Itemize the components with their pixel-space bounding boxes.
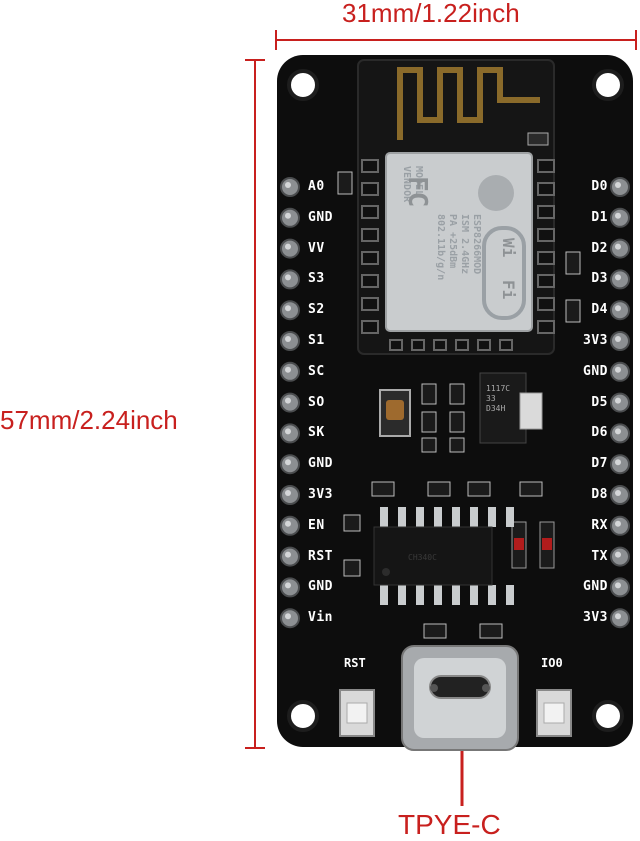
right-pin-label: RX xyxy=(591,517,608,533)
rst-button-label: RST xyxy=(344,656,366,670)
width-dimension-label: 31mm/1.22inch xyxy=(342,0,520,28)
left-pin-label: GND xyxy=(308,579,333,595)
left-pin-label: A0 xyxy=(308,179,325,194)
left-pin-label: SC xyxy=(308,363,325,379)
usb-serial-chip xyxy=(373,507,514,605)
connector-type-label: TPYE-C xyxy=(398,809,501,840)
wifi-logo-icon xyxy=(482,226,526,320)
usb-chip-label: CH340C xyxy=(408,553,437,562)
left-pin-label: SK xyxy=(308,425,325,441)
width-dimension-line xyxy=(275,30,637,50)
left-pin-label: S2 xyxy=(308,302,325,318)
left-pin-label: VV xyxy=(308,240,325,256)
right-pin-label: 3V3 xyxy=(583,610,608,626)
rst-button-body xyxy=(339,689,375,737)
right-pin-label: D7 xyxy=(591,456,608,472)
right-pin-label: D1 xyxy=(591,209,608,225)
right-pin-label: TX xyxy=(591,548,608,564)
left-pin-label: GND xyxy=(308,456,333,472)
right-pin-label: GND xyxy=(583,579,608,595)
right-pin-label: 3V3 xyxy=(583,333,608,348)
wifi-logo-bottom-text: Fi xyxy=(499,280,518,300)
left-pin-label: SO xyxy=(308,394,325,410)
height-dimension-line xyxy=(245,59,265,749)
usb-c-connector xyxy=(401,645,519,751)
left-pin-label: 3V3 xyxy=(308,487,333,502)
left-pin-label: RST xyxy=(308,548,333,564)
right-pin-label: D3 xyxy=(591,271,608,287)
height-dimension-label: 57mm/2.24inch xyxy=(0,405,178,435)
left-pin-label: S1 xyxy=(308,333,325,348)
right-pin-label: D8 xyxy=(591,487,608,502)
flash-button-body xyxy=(536,689,572,737)
right-pin-label: GND xyxy=(583,363,608,379)
right-pin-label: D4 xyxy=(591,302,608,318)
module-name-text: ESP8266MOD xyxy=(471,214,482,275)
left-pin-label: GND xyxy=(308,209,333,225)
regulator-label: 1117C 33 D34H xyxy=(486,384,511,413)
left-pin-label: S3 xyxy=(308,271,325,287)
right-pin-label: D0 xyxy=(591,179,608,194)
right-pin-header xyxy=(610,177,630,629)
left-pin-label: Vin xyxy=(308,610,333,626)
left-pin-label: EN xyxy=(308,517,325,533)
espressif-logo-icon xyxy=(478,175,514,211)
mounting-holes xyxy=(287,69,624,732)
right-pin-label: D6 xyxy=(591,425,608,441)
right-pin-label: D5 xyxy=(591,394,608,410)
module-pa-text: PA +25dBm xyxy=(447,214,458,269)
fcc-mark: FC xyxy=(402,176,432,208)
io0-button-label: IO0 xyxy=(541,656,563,670)
diodes xyxy=(511,521,555,569)
right-pin-label: D2 xyxy=(591,240,608,256)
left-pin-header xyxy=(280,177,300,629)
pcb-antenna xyxy=(397,67,540,140)
module-ism-text: ISM 2.4GHz xyxy=(459,214,470,275)
wifi-logo-top-text: Wi xyxy=(499,238,518,258)
module-standard-text: 802.11b/g/n xyxy=(435,214,446,281)
